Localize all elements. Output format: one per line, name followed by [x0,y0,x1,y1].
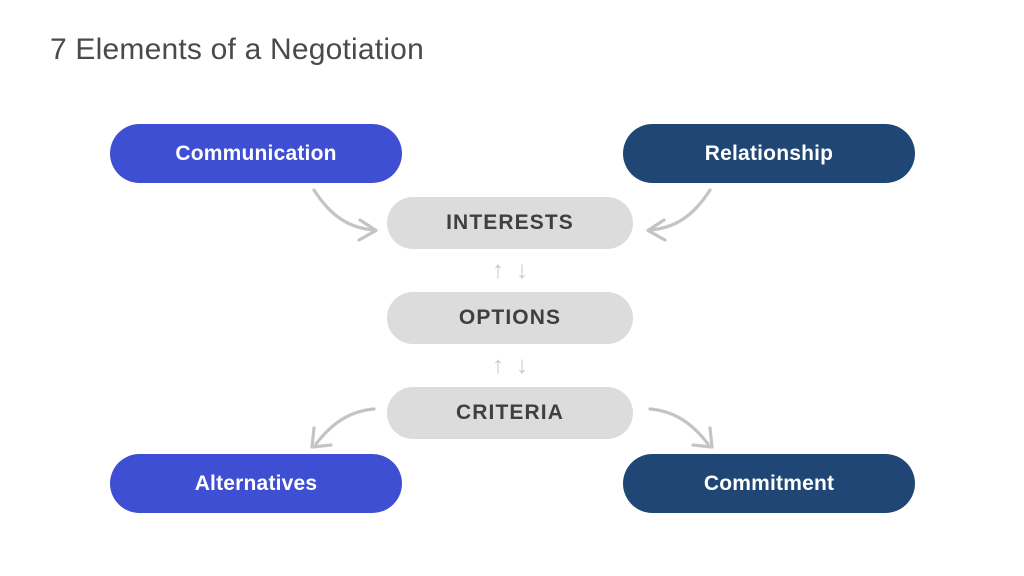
element-communication-label: Communication [175,141,337,165]
arrow-down-icon: ↓ [516,352,528,379]
element-relationship-label: Relationship [704,141,834,165]
element-commitment[interactable]: Commitment [623,454,915,513]
element-communication[interactable]: Communication [110,124,402,183]
element-options-label: OPTIONS [458,306,562,329]
element-interests-label: INTERESTS [446,211,574,234]
element-alternatives-label: Alternatives [194,471,318,495]
element-criteria-label: CRITERIA [456,401,564,424]
element-criteria[interactable]: CRITERIA [387,387,633,439]
arrow-up-icon: ↑ [492,257,504,284]
connector-options-criteria: ↑ ↓ [455,350,565,382]
arrow-down-icon: ↓ [516,257,528,284]
connector-interests-options: ↑ ↓ [455,255,565,287]
page-title: 7 Elements of a Negotiation [50,33,424,66]
arrow-communication-to-interests [312,188,378,242]
element-interests[interactable]: INTERESTS [387,197,633,249]
arrow-criteria-to-alternatives [310,407,376,449]
element-options[interactable]: OPTIONS [387,292,633,344]
element-relationship[interactable]: Relationship [623,124,915,183]
element-alternatives[interactable]: Alternatives [110,454,402,513]
arrow-criteria-to-commitment [648,407,714,449]
arrow-up-icon: ↑ [492,352,504,379]
arrow-relationship-to-interests [646,188,712,242]
element-commitment-label: Commitment [703,471,835,495]
